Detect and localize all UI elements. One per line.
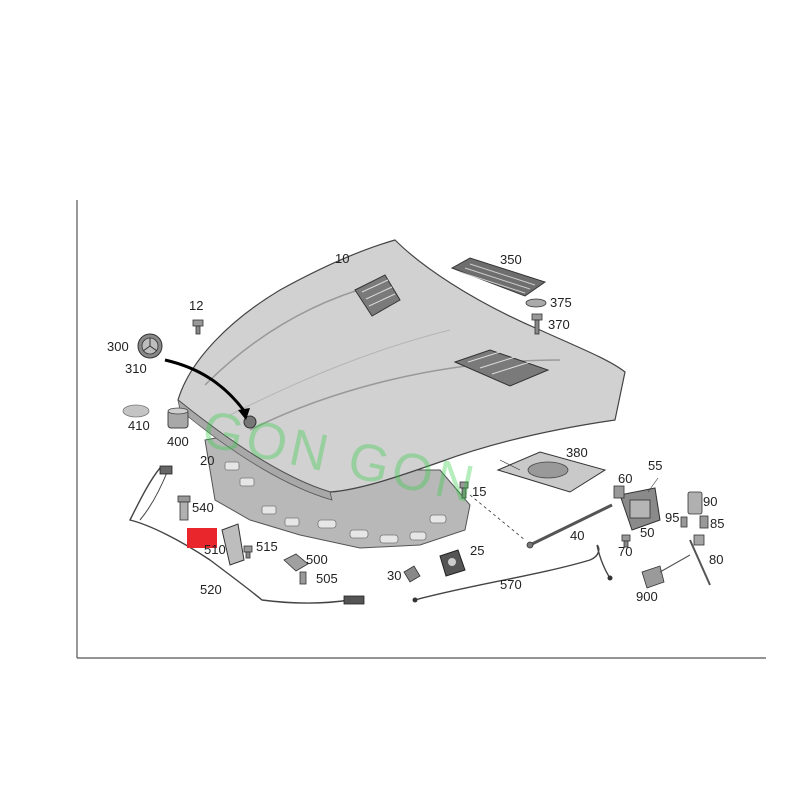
- callout-410: 410: [128, 418, 150, 433]
- part-90: [687, 491, 703, 515]
- callout-505: 505: [316, 571, 338, 586]
- cable-520: [128, 467, 351, 604]
- part-30: [403, 565, 421, 583]
- callout-500: 500: [306, 552, 328, 567]
- callout-25: 25: [470, 543, 484, 558]
- bracket-900: [641, 554, 691, 589]
- callout-10: 10: [335, 251, 349, 266]
- emblem-arrow-head: [238, 408, 250, 420]
- strut-dash-line: [469, 494, 526, 541]
- callout-300: 300: [107, 339, 129, 354]
- pad-500: [283, 553, 309, 572]
- callout-30: 30: [387, 568, 401, 583]
- air-grille: [450, 257, 547, 297]
- hood-crease-left: [204, 284, 376, 386]
- callout-515: 515: [256, 539, 278, 554]
- callout-40: 40: [570, 528, 584, 543]
- rubber-bump-stop: [167, 407, 189, 429]
- callout-370: 370: [548, 317, 570, 332]
- callout-70: 70: [618, 544, 632, 559]
- hood-lock-assembly: [619, 487, 661, 531]
- part-95: [680, 516, 688, 528]
- bolt-370: [531, 313, 543, 335]
- callout-400: 400: [167, 434, 189, 449]
- callout-900: 900: [636, 589, 658, 604]
- callout-50: 50: [640, 525, 654, 540]
- cable-520-branch: [139, 469, 169, 521]
- part-70: [621, 534, 631, 548]
- leader-55: [647, 477, 659, 493]
- emblem-arrow: [164, 358, 247, 413]
- callout-15: 15: [472, 484, 486, 499]
- star-emblem-badge: [137, 333, 163, 359]
- hood-panel: [177, 239, 626, 493]
- callout-570: 570: [500, 577, 522, 592]
- callout-55: 55: [648, 458, 662, 473]
- leader-380: [499, 459, 521, 471]
- hood-front-edge: [177, 398, 333, 501]
- bolt-515: [243, 545, 253, 559]
- callout-labels: 10 12 15 20 25 30 40 50 55 60 70 80 85 9…: [107, 251, 724, 604]
- buffer-540: [177, 495, 191, 521]
- callout-20: 20: [200, 453, 214, 468]
- bracket-25: [439, 549, 466, 577]
- cable-end-sensor: [159, 465, 173, 475]
- hood-center-line: [229, 329, 451, 416]
- part-85: [699, 515, 709, 529]
- cable-connector: [343, 595, 365, 605]
- hood-vent-left: [354, 274, 401, 317]
- callout-60: 60: [618, 471, 632, 486]
- screw-505: [299, 571, 307, 585]
- hinge-510: [221, 523, 245, 566]
- callout-520: 520: [200, 582, 222, 597]
- callout-90: 90: [703, 494, 717, 509]
- hood-emblem: [243, 415, 257, 429]
- gas-strut: [529, 503, 613, 547]
- callout-350: 350: [500, 252, 522, 267]
- lock-cover-plate: [496, 451, 607, 493]
- screw-part-12: [192, 319, 204, 335]
- clip-15: [459, 481, 469, 499]
- callout-310: 310: [125, 361, 147, 376]
- callout-380: 380: [566, 445, 588, 460]
- emblem-seal: [122, 404, 150, 418]
- release-lever-80: [689, 534, 711, 586]
- callout-80: 80: [709, 552, 723, 567]
- callout-540: 540: [192, 500, 214, 515]
- liner-cutouts: [224, 461, 447, 544]
- lock-part-60: [613, 485, 625, 499]
- callout-12: 12: [189, 298, 203, 313]
- callout-375: 375: [550, 295, 572, 310]
- highlight-marker: [187, 528, 217, 548]
- callout-95: 95: [665, 510, 679, 525]
- callout-85: 85: [710, 516, 724, 531]
- callout-510: 510: [204, 542, 226, 557]
- hood-vent-right: [453, 349, 550, 387]
- washer-375: [525, 298, 547, 308]
